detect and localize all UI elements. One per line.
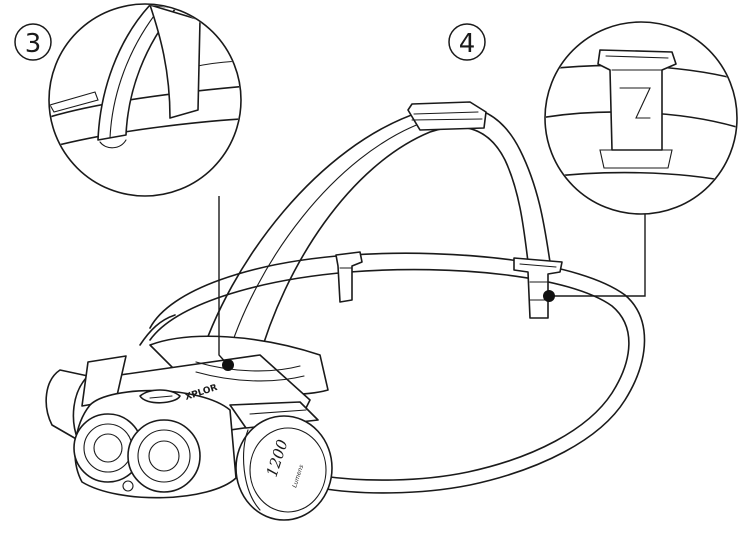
power-button [139, 389, 181, 404]
callout-4: 4 [448, 23, 486, 61]
right-lens [127, 419, 201, 493]
headband-loop [139, 252, 646, 494]
callout-3: 3 [14, 23, 52, 61]
lamp-body: XPLOR 1200 Lumens [45, 335, 333, 521]
top-strap [197, 101, 551, 366]
callout-4-label: 4 [459, 29, 476, 59]
sensor-dot [122, 480, 134, 492]
detail-view-4 [544, 21, 738, 215]
side-buckle-left [335, 251, 363, 303]
leader-lines [218, 196, 646, 371]
callout-3-label: 3 [25, 29, 42, 59]
callout-4-pointer [543, 290, 555, 302]
strap-buckle [513, 257, 563, 319]
callout-3-pointer [222, 359, 234, 371]
detail-view-3 [48, 3, 242, 197]
